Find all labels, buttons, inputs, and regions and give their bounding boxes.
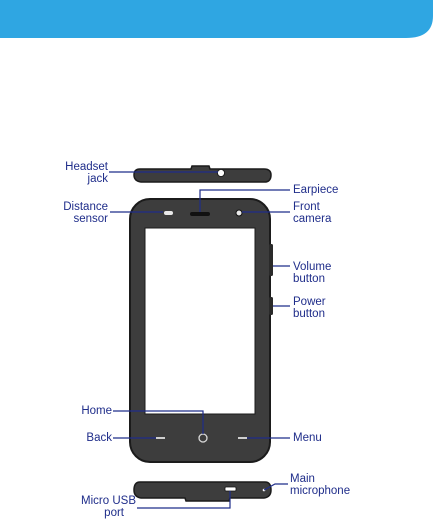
label-volume-button-line2: button [293, 273, 331, 285]
label-power-button-line1: Power [293, 296, 326, 308]
label-distance-sensor-line1: Distance [46, 201, 108, 213]
front-camera-lens [236, 210, 242, 216]
phone-top-edge [134, 166, 271, 182]
label-headset-jack-line2: jack [48, 173, 108, 185]
power-button-shape [269, 297, 273, 315]
label-menu: Menu [293, 432, 322, 444]
label-earpiece: Earpiece [293, 184, 338, 196]
label-front-camera-line2: camera [293, 213, 331, 225]
label-front-camera: Front camera [293, 201, 331, 225]
label-main-microphone: Main microphone [290, 473, 350, 497]
label-distance-sensor-line2: sensor [46, 213, 108, 225]
phone-bottom-edge [134, 482, 271, 501]
distance-sensor-shape [164, 211, 173, 215]
label-menu-line1: Menu [293, 432, 322, 444]
headset-jack-hole [217, 169, 224, 176]
micro-usb-port-shape [225, 487, 236, 491]
menu-key-shape [238, 437, 247, 439]
label-power-button: Power button [293, 296, 326, 320]
label-earpiece-line1: Earpiece [293, 184, 338, 196]
label-main-microphone-line1: Main [290, 473, 350, 485]
screen [145, 228, 255, 414]
label-back: Back [50, 432, 112, 444]
label-main-microphone-line2: microphone [290, 485, 350, 497]
label-volume-button: Volume button [293, 261, 331, 285]
label-volume-button-line1: Volume [293, 261, 331, 273]
label-front-camera-line1: Front [293, 201, 331, 213]
label-home-line1: Home [50, 405, 112, 417]
earpiece-slot [190, 212, 210, 216]
label-back-line1: Back [50, 432, 112, 444]
label-distance-sensor: Distance sensor [46, 201, 108, 225]
back-key-shape [156, 437, 165, 439]
label-headset-jack: Headset jack [48, 161, 108, 185]
label-home: Home [50, 405, 112, 417]
label-headset-jack-line1: Headset [48, 161, 108, 173]
label-micro-usb-port-line2: port [60, 507, 124, 519]
label-micro-usb-port: Micro USB port [60, 495, 136, 519]
phone-front [130, 199, 273, 462]
label-micro-usb-port-line1: Micro USB [60, 495, 136, 507]
label-power-button-line2: button [293, 308, 326, 320]
volume-button-shape [269, 244, 273, 276]
